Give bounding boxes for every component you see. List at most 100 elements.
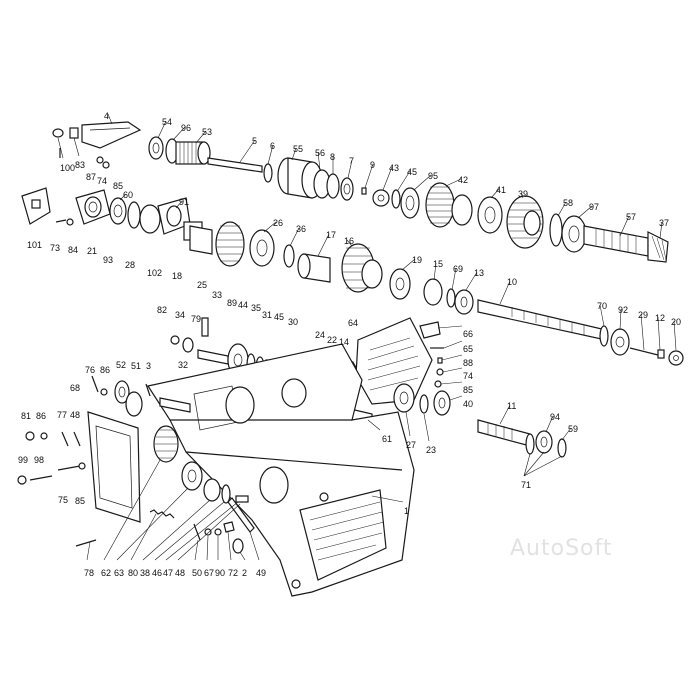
callout-c76: 76 (85, 365, 95, 375)
callout-c17: 17 (326, 230, 336, 240)
part-74b-nut (436, 368, 444, 376)
callout-c67: 67 (204, 568, 214, 578)
callout-c96: 96 (181, 123, 191, 133)
callout-c102: 102 (147, 268, 162, 278)
part-88-key (437, 357, 443, 364)
second-row-assembly (21, 187, 684, 366)
callout-c70: 70 (597, 301, 607, 311)
part-23-ring (419, 394, 429, 414)
part-36-ring (283, 244, 295, 268)
callout-c81: 81 (21, 411, 31, 421)
callout-c46: 46 (152, 568, 162, 578)
callout-c27: 27 (406, 440, 416, 450)
callout-c45b: 45 (274, 312, 284, 322)
part-9-key (361, 187, 367, 195)
callout-c87: 87 (86, 172, 96, 182)
callout-c44: 44 (238, 300, 248, 310)
part-55-sleeve (277, 157, 323, 199)
callout-c4: 4 (104, 111, 109, 121)
callout-c86a: 86 (100, 365, 110, 375)
callout-c47: 47 (163, 568, 173, 578)
callout-c80: 80 (128, 568, 138, 578)
part-73-bolt (55, 219, 67, 223)
part-54-bearing (148, 136, 164, 160)
part-13-gear (454, 289, 474, 315)
part-94-bearing (535, 430, 553, 454)
part-7-washer (340, 177, 354, 201)
part-70-ring (599, 325, 609, 347)
part-80-spring (149, 509, 175, 519)
part-26-gear (249, 229, 275, 267)
part-43-star-washer (372, 189, 390, 207)
part-67-washer (204, 528, 212, 536)
part-99-nut (17, 475, 27, 485)
part-29-rod (629, 347, 663, 357)
callout-c25: 25 (197, 280, 207, 290)
part-86-nut (100, 388, 108, 396)
callout-c75: 75 (58, 495, 68, 505)
callout-c53: 53 (202, 127, 212, 137)
callout-c38: 38 (140, 568, 150, 578)
callout-c34: 34 (175, 310, 185, 320)
watermark-text: AutoSoft (510, 536, 613, 561)
callout-c58: 58 (563, 198, 573, 208)
callout-c74a: 74 (97, 176, 107, 186)
callout-c16: 16 (344, 236, 354, 246)
part-33-shaft (197, 349, 229, 365)
part-32-shaft (159, 397, 191, 413)
callout-c79: 79 (191, 314, 201, 324)
callout-c37: 37 (659, 218, 669, 228)
part-90-nut (214, 528, 222, 536)
part-58-ring (549, 213, 563, 247)
callout-c73: 73 (50, 243, 60, 253)
part-11-splined-shaft (477, 419, 531, 447)
callout-c19: 19 (412, 255, 422, 265)
callout-c99: 99 (18, 455, 28, 465)
part-16-gear (341, 243, 383, 293)
callout-c20: 20 (671, 317, 681, 327)
part-3-pin (145, 383, 151, 397)
callout-c48: 48 (70, 410, 80, 420)
callout-c7: 7 (349, 156, 354, 166)
part-64-differential-cover (355, 317, 433, 405)
callout-c91: 91 (179, 197, 189, 207)
callout-c43: 43 (389, 163, 399, 173)
part-19-gear (389, 268, 411, 300)
part-47-bolt (235, 495, 249, 503)
callout-c90: 90 (215, 568, 225, 578)
callout-c30: 30 (288, 317, 298, 327)
callout-c74b: 74 (463, 371, 473, 381)
top-shaft-assembly (52, 121, 669, 263)
part-93-ring (127, 201, 141, 229)
part-45-washer (391, 189, 401, 209)
callout-c61: 61 (382, 434, 392, 444)
part-98-stud (29, 475, 53, 481)
part-91-flange (157, 197, 191, 235)
callout-c48b: 48 (175, 568, 185, 578)
part-79-bolt (201, 317, 209, 337)
left-cover-assembly (17, 375, 255, 554)
part-34-ring (182, 337, 194, 353)
part-75-bolt (57, 465, 81, 471)
callout-c24: 24 (315, 330, 325, 340)
callout-c84: 84 (68, 245, 78, 255)
part-57-splined-shaft (583, 225, 649, 257)
callout-c52: 52 (116, 360, 126, 370)
callout-c50: 50 (192, 568, 202, 578)
callout-c55: 55 (293, 144, 303, 154)
part-15-gear (423, 278, 443, 306)
callout-c72: 72 (228, 568, 238, 578)
callout-c23: 23 (426, 445, 436, 455)
part-2-plug (232, 538, 244, 554)
part-69-ring (446, 288, 456, 308)
callout-c35: 35 (251, 303, 261, 313)
callout-c64: 64 (348, 318, 358, 328)
callout-c12: 12 (655, 313, 665, 323)
callout-c89: 89 (227, 298, 237, 308)
part-27-gear (393, 383, 415, 413)
part-74-nut (96, 156, 104, 164)
part-76-bolt (91, 375, 99, 393)
